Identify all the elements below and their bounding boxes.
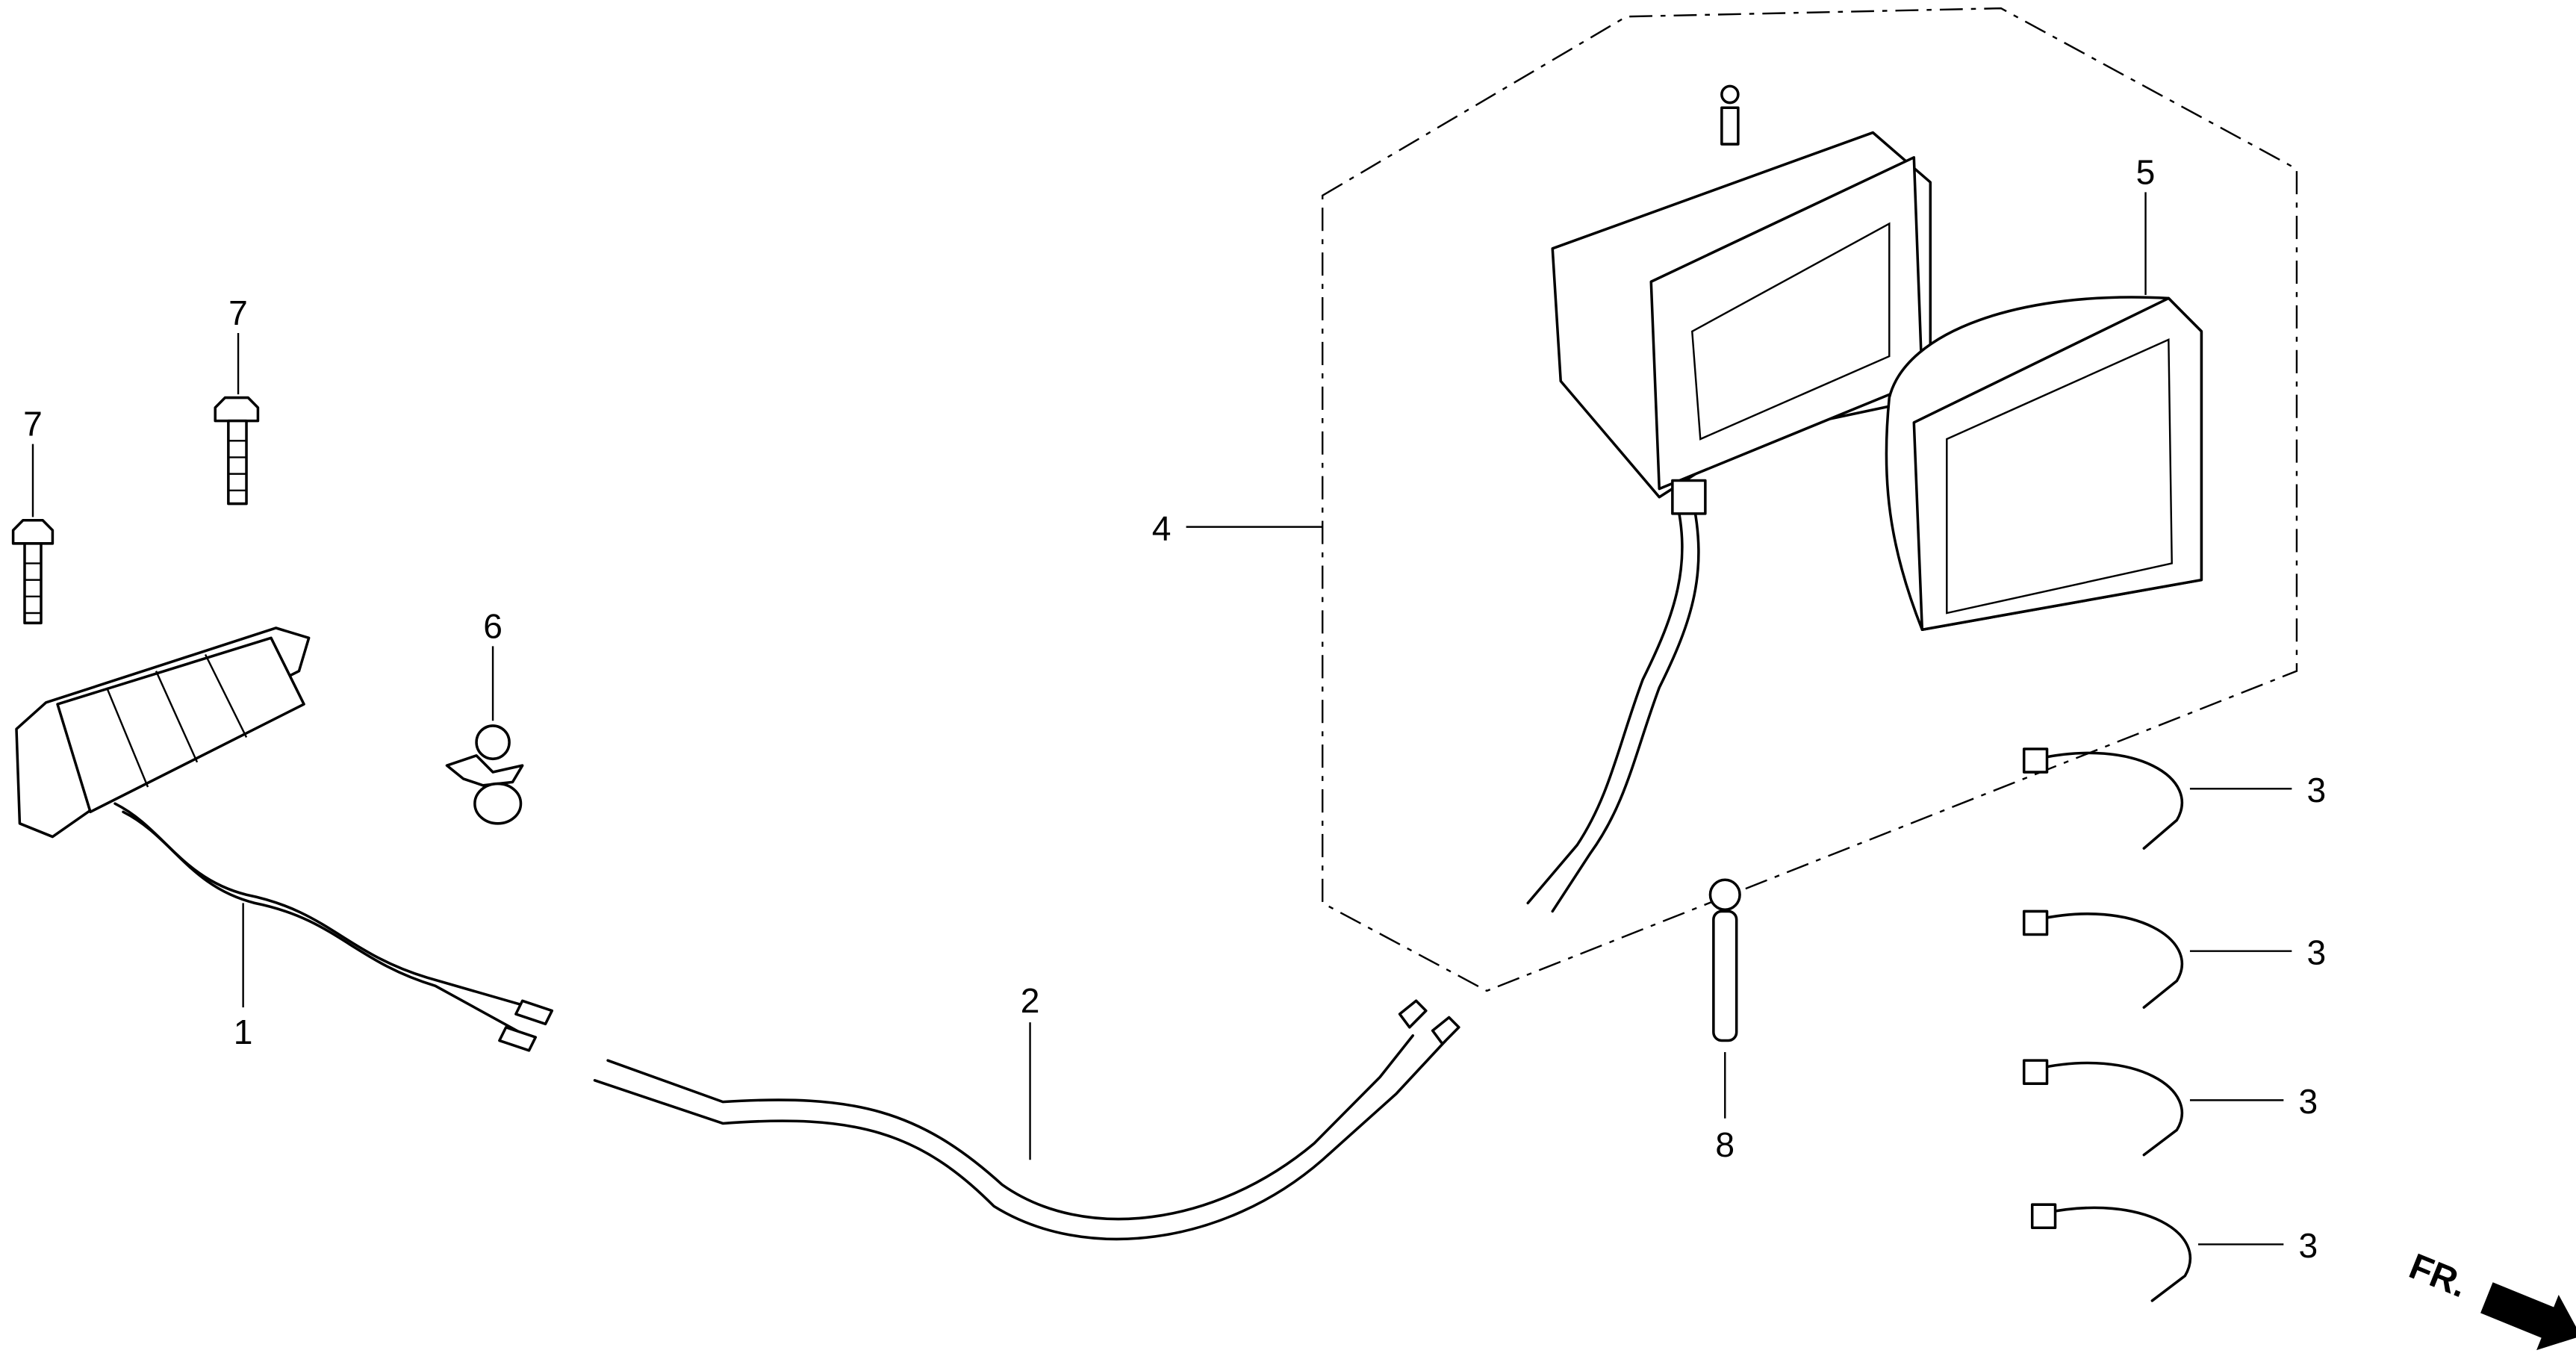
front-arrow-icon — [2480, 1282, 2576, 1351]
callout-7a: 7 — [23, 404, 43, 443]
callout-1: 1 — [234, 1013, 253, 1051]
callout-3c: 3 — [2299, 1082, 2318, 1121]
callout-2: 2 — [1021, 981, 1040, 1020]
assembly-boundary — [1321, 7, 2298, 992]
bolt-7b — [214, 333, 260, 506]
headlight-assembly-4 — [1186, 84, 1932, 913]
callout-3d: 3 — [2299, 1226, 2318, 1265]
headlight-lens-5 — [1885, 192, 2203, 631]
callout-8: 8 — [1715, 1125, 1735, 1164]
bolt-7a — [11, 444, 55, 625]
cable-tie-3d — [2030, 1203, 2284, 1302]
wire-harness-2 — [593, 999, 1460, 1241]
callout-3a: 3 — [2307, 771, 2327, 809]
cable-tie-3b — [2022, 909, 2292, 1009]
callout-5: 5 — [2136, 152, 2156, 191]
callout-6: 6 — [483, 606, 503, 645]
callout-4: 4 — [1152, 509, 1172, 547]
cable-tie-3c — [2022, 1059, 2284, 1157]
lighting-coil-1 — [15, 626, 554, 1052]
cable-tie-3a — [2022, 747, 2292, 850]
terminal-8 — [1708, 878, 1741, 1119]
front-label: FR. — [2404, 1246, 2472, 1306]
front-direction-marker: FR. — [2404, 1246, 2576, 1351]
callout-3b: 3 — [2307, 933, 2327, 971]
callout-7b: 7 — [228, 293, 248, 332]
clamp-6 — [445, 646, 524, 825]
